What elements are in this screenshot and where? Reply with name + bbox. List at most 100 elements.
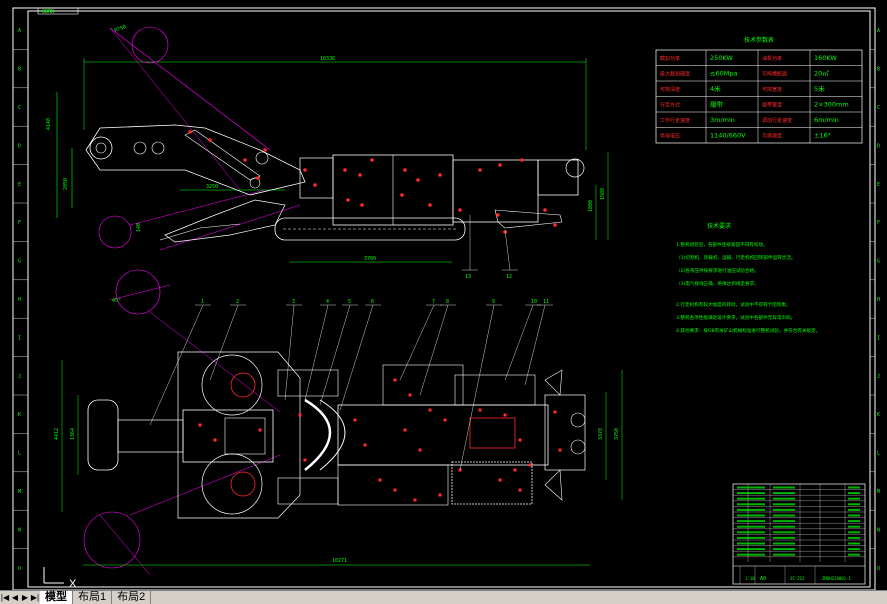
hatch-panel-bottom xyxy=(277,477,339,505)
pivot xyxy=(255,151,269,165)
tech-notes: 技术要求 1.整机组装后，各部件连接紧固不得有松动。（1)切割机、装载机、运输、… xyxy=(676,222,820,334)
border-letter: B xyxy=(18,67,21,73)
tb-text-stub xyxy=(737,497,765,500)
electric-cabinet xyxy=(337,464,449,506)
conveyor-arc-inner xyxy=(319,399,346,471)
border-letter: F xyxy=(877,220,880,226)
param-cell: 调动行走速度 xyxy=(762,117,792,124)
dim-plan-w: 4412 xyxy=(54,428,60,440)
rear-drum xyxy=(570,439,586,455)
plan-red-marker xyxy=(403,428,407,432)
side-view: 10336 4148 2050 3250 3700 1980 1800 R750… xyxy=(46,24,609,280)
red-marker xyxy=(553,223,557,227)
plan-shovel xyxy=(177,351,301,519)
callout-number: 9 xyxy=(492,299,495,305)
title-block-scale: A0 xyxy=(760,576,766,582)
tb-text-stub xyxy=(737,520,765,523)
tab-layout1[interactable]: 布局1 xyxy=(73,591,113,604)
note-line: （1)切割机、装载机、运输、行走机构回转部件运转灵活。 xyxy=(676,254,796,261)
tb-text-stub xyxy=(737,553,765,556)
operator-station xyxy=(382,364,464,406)
dim-angle: 45° xyxy=(112,298,121,304)
tab-last-icon[interactable]: ▶| xyxy=(30,593,40,602)
callout-leader xyxy=(419,304,449,396)
dim-right-h: 1980 xyxy=(600,188,606,200)
tb-text-stub xyxy=(737,525,765,528)
tb-text-stub xyxy=(848,508,860,511)
tb-text-stub xyxy=(773,553,795,556)
border-letter: M xyxy=(18,489,21,495)
plan-red-marker xyxy=(393,488,397,492)
callout-leader xyxy=(304,304,329,401)
border-letter: K xyxy=(877,412,880,418)
border-letter: D xyxy=(18,143,21,149)
red-marker xyxy=(313,183,317,187)
plan-red-marker xyxy=(213,438,217,442)
tb-text-stub xyxy=(848,548,860,551)
dim-mid-height: 2050 xyxy=(63,178,69,190)
param-cell: 可掏槽断面 xyxy=(762,71,787,78)
tab-first-icon[interactable]: |◀ xyxy=(0,593,10,602)
tb-text-stub xyxy=(848,531,860,534)
param-cell: 5米 xyxy=(814,84,825,93)
callout-leader xyxy=(209,304,239,381)
param-cell: 4米 xyxy=(710,84,721,93)
tb-text-stub xyxy=(848,497,860,500)
callout-leader xyxy=(339,304,374,411)
dim-small-d: 140 xyxy=(136,223,142,232)
plan-red-marker xyxy=(298,413,302,417)
tab-next-icon[interactable]: ▶ xyxy=(21,593,29,602)
border-letter: F xyxy=(18,220,21,226)
border-letter: H xyxy=(877,297,880,303)
callout-number: 6 xyxy=(371,299,374,305)
rear-support-bottom xyxy=(544,469,563,501)
tb-text-stub xyxy=(737,508,765,511)
tab-layout2[interactable]: 布局2 xyxy=(112,591,152,604)
note-line: （3)电气接线正确，绝缘达到规定要求。 xyxy=(676,280,759,287)
rear-box xyxy=(537,159,579,196)
callout-leader xyxy=(149,304,204,426)
red-marker xyxy=(496,213,500,217)
tb-text-stub xyxy=(773,542,795,545)
rear-conveyor xyxy=(544,394,586,471)
border-letter: G xyxy=(18,259,21,265)
red-marker xyxy=(256,176,260,180)
callout-number: 8 xyxy=(446,299,449,305)
tb-text-stub xyxy=(737,503,765,506)
note-line: 1.整机组装后，各部件连接紧固不得有松动。 xyxy=(676,241,768,248)
plan-red-marker xyxy=(558,448,562,452)
border-letter: M xyxy=(877,489,880,495)
tb-text-stub xyxy=(848,520,860,523)
boom-gear xyxy=(133,141,147,155)
plan-view: 45° 4412 1364 3378 xyxy=(54,269,623,576)
red-marker xyxy=(188,130,192,134)
tab-model[interactable]: 模型 xyxy=(40,591,73,604)
param-cell: 250KW xyxy=(710,54,733,62)
tb-text-stub xyxy=(848,486,860,489)
border-letter: K xyxy=(18,412,21,418)
border-letter: A xyxy=(18,28,21,34)
tab-prev-icon[interactable]: ◀ xyxy=(11,593,19,602)
plan-red-marker xyxy=(428,408,432,412)
crawler-track xyxy=(274,217,466,241)
red-marker xyxy=(428,203,432,207)
plan-red-marker xyxy=(438,493,442,497)
border-letter: D xyxy=(877,143,880,149)
plan-boom-base xyxy=(182,409,274,463)
border-letter: I xyxy=(877,335,880,341)
tb-text-stub xyxy=(737,531,765,534)
plan-red-marker xyxy=(198,423,202,427)
param-cell: 可爬坡度 xyxy=(762,133,782,140)
ucs-icon: X xyxy=(43,567,77,590)
callout-leader xyxy=(399,304,435,381)
title-block-sheet: 1:10 xyxy=(745,576,755,581)
callout-leader xyxy=(284,304,295,401)
ucs-x-label: X xyxy=(69,578,77,590)
param-cell: 供电电压 xyxy=(660,133,680,140)
tb-text-stub xyxy=(848,503,860,506)
loader-shovel xyxy=(164,199,286,243)
tb-text-stub xyxy=(848,525,860,528)
title-block-drawing: JC-ZSJ xyxy=(790,576,804,581)
